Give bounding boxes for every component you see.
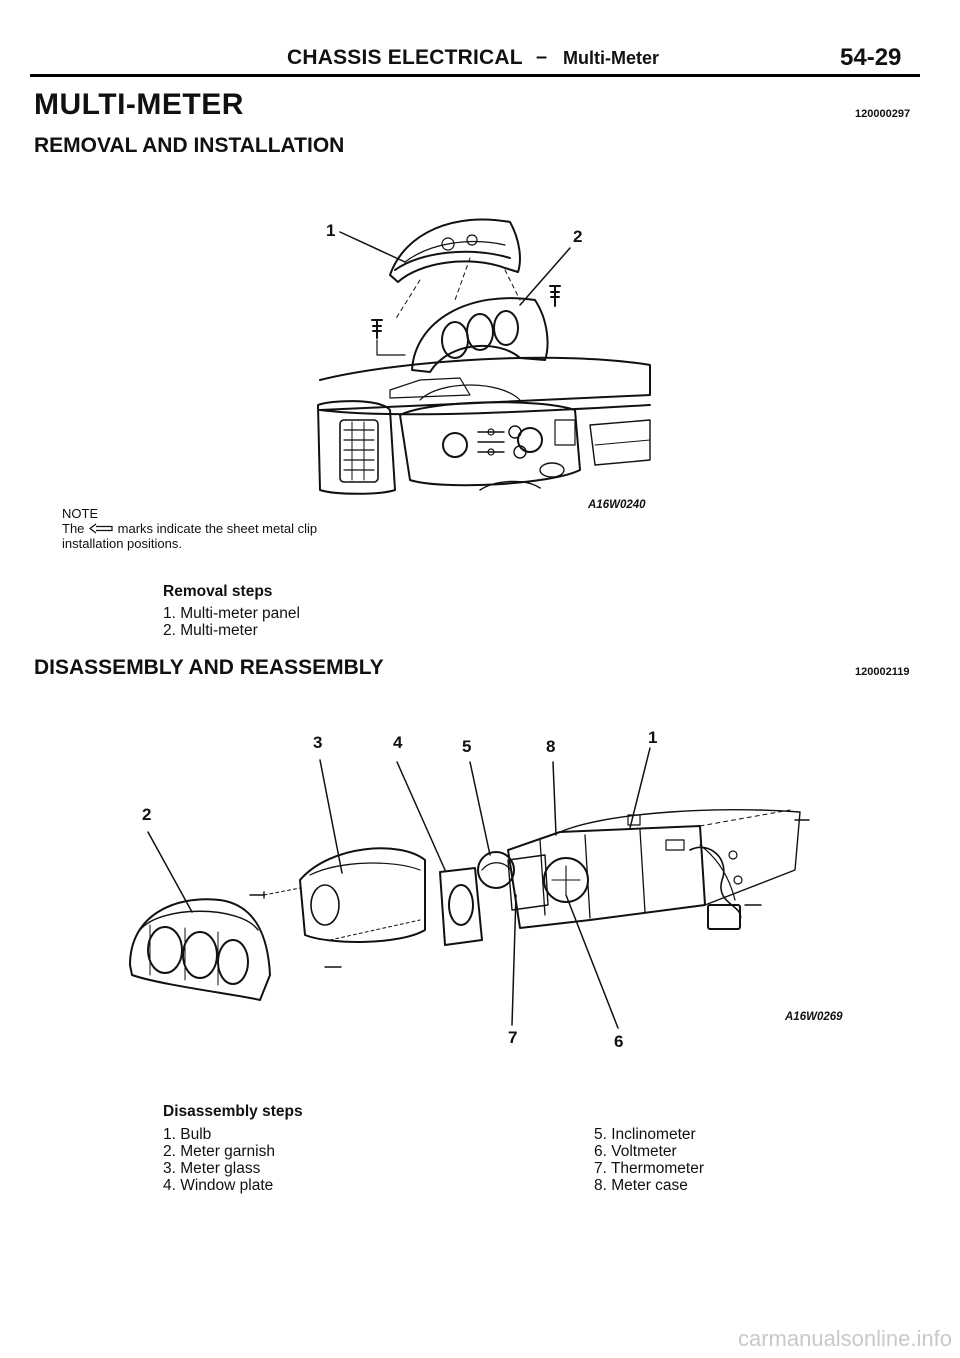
disassembly-step: 2. Meter garnish (163, 1143, 275, 1160)
removal-steps-heading: Removal steps (163, 583, 273, 600)
title-code: 120000297 (855, 108, 911, 120)
header-chapter: CHASSIS ELECTRICAL (287, 46, 523, 69)
header-rule (30, 74, 920, 77)
note-line-1: The marks indicate the sheet metal clip (62, 521, 317, 536)
note-label: NOTE (62, 506, 99, 521)
removal-step: 2. Multi-meter (163, 622, 258, 639)
removal-callout-2: 2 (573, 227, 583, 246)
page-header: CHASSIS ELECTRICAL – Multi-Meter 54-29 (0, 0, 960, 80)
disassembly-callout-1: 1 (648, 728, 658, 747)
disassembly-heading: DISASSEMBLY AND REASSEMBLY (34, 656, 384, 679)
note-line-2: installation positions. (62, 536, 182, 551)
note-line-1-pre: The (62, 521, 85, 536)
disassembly-figure-code: A16W0269 (785, 1011, 843, 1023)
disassembly-step: 6. Voltmeter (594, 1143, 677, 1160)
disassembly-step: 8. Meter case (594, 1177, 688, 1194)
disassembly-step: 5. Inclinometer (594, 1126, 696, 1143)
disassembly-callout-3: 3 (313, 733, 323, 752)
header-separator: – (536, 46, 548, 68)
disassembly-code: 120002119 (855, 666, 910, 678)
disassembly-step: 3. Meter glass (163, 1160, 261, 1177)
page-number: 54-29 (840, 44, 902, 71)
disassembly-callout-2: 2 (142, 805, 152, 824)
page-title: MULTI-METER (34, 88, 244, 121)
removal-heading: REMOVAL AND INSTALLATION (34, 134, 345, 157)
arrow-left-icon (88, 522, 114, 534)
footer-watermark: carmanualsonline.info (737, 1326, 952, 1351)
disassembly-callout-5: 5 (462, 737, 472, 756)
disassembly-step: 7. Thermometer (594, 1160, 704, 1177)
note-line-1-post: marks indicate the sheet metal clip (117, 521, 318, 536)
disassembly-steps-heading: Disassembly steps (163, 1103, 303, 1120)
removal-callout-1: 1 (326, 221, 336, 240)
removal-step: 1. Multi-meter panel (163, 605, 300, 622)
header-section: Multi-Meter (563, 48, 659, 68)
disassembly-callout-4: 4 (393, 733, 403, 752)
disassembly-callout-6: 6 (614, 1032, 624, 1051)
removal-figure-code: A16W0240 (588, 499, 646, 511)
disassembly-step: 1. Bulb (163, 1126, 212, 1143)
disassembly-callout-7: 7 (508, 1028, 518, 1047)
disassembly-step: 4. Window plate (163, 1177, 274, 1194)
disassembly-callout-8: 8 (546, 737, 556, 756)
